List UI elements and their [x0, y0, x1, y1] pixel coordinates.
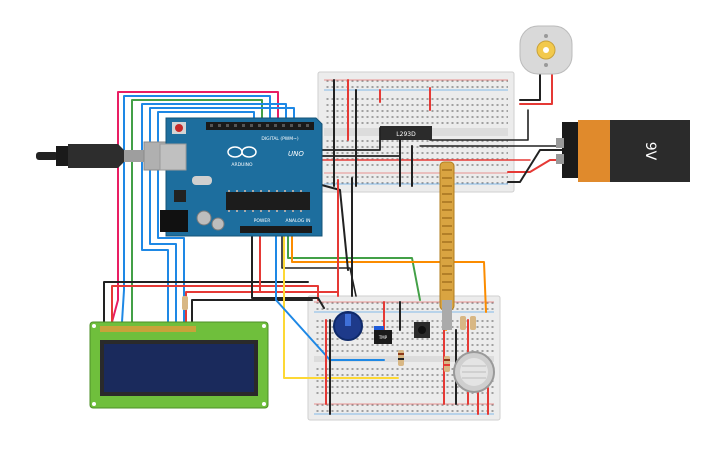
arduino-brand-text: ARDUINO — [231, 162, 253, 168]
temperature-sensor: TMP — [374, 330, 392, 344]
usb-cable — [36, 141, 173, 171]
gas-sensor — [453, 351, 495, 393]
battery-9v: 9V — [556, 120, 690, 182]
analog-header-label: ANALOG IN — [285, 218, 310, 224]
dc-motor — [519, 25, 573, 75]
resistors — [182, 296, 476, 372]
lcd-display — [89, 321, 269, 409]
potentiometer — [333, 311, 363, 341]
temperature-sensor-label: TMP — [378, 335, 388, 340]
battery-label: 9V — [642, 142, 658, 161]
wires — [103, 73, 567, 415]
arduino-logo: ARDUINO — [227, 146, 257, 168]
flex-sensor — [439, 161, 455, 330]
push-button — [414, 322, 430, 338]
arduino-uno: DIGITAL (PWM~) ARDUINO UNO POWER ANALOG … — [159, 117, 323, 237]
digital-header-label: DIGITAL (PWM~) — [261, 136, 299, 142]
driver-chip-label: L293D — [396, 131, 416, 138]
uno-logo-text: UNO — [288, 150, 304, 158]
driver-chip: L293D — [380, 126, 432, 140]
power-header-label: POWER — [254, 218, 271, 224]
reset-button — [175, 124, 183, 132]
top-breadboard: L293D — [317, 71, 515, 193]
